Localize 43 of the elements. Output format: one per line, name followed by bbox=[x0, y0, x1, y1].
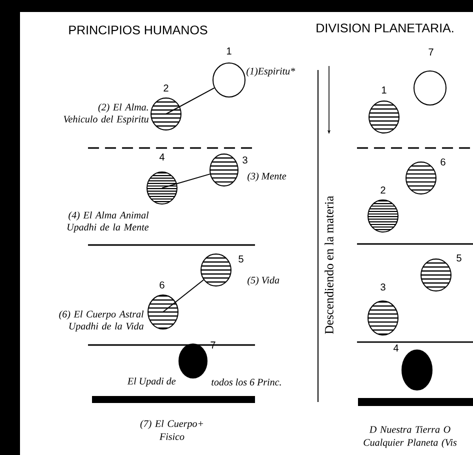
principle-label: (2) El Alma. Vehiculo del Espiritu bbox=[64, 103, 148, 125]
number-label: 5 bbox=[456, 254, 462, 262]
sphere bbox=[414, 70, 446, 106]
number-label: 6 bbox=[160, 281, 164, 289]
number-label: 7 bbox=[428, 48, 434, 56]
sphere bbox=[150, 98, 182, 130]
connector-line bbox=[162, 279, 204, 312]
sphere bbox=[146, 172, 178, 204]
connector-line bbox=[162, 174, 210, 188]
principle-label: (5) Vida bbox=[248, 276, 280, 286]
sphere bbox=[368, 200, 398, 232]
sphere bbox=[200, 254, 232, 286]
heading: DIVISION PLANETARIA. bbox=[316, 24, 454, 32]
sphere bbox=[212, 62, 246, 98]
number-label: 4 bbox=[159, 154, 164, 160]
principle-label: (4) El Alma Animal Upadhi de la Mente bbox=[68, 211, 149, 233]
number-label: 5 bbox=[238, 256, 244, 262]
number-label: 2 bbox=[380, 186, 386, 194]
sphere bbox=[178, 344, 208, 378]
number-label: 6 bbox=[440, 158, 446, 166]
principle-label: (6) El Cuerpo Astral Upadhi de la Vida bbox=[59, 310, 144, 332]
number-label: 4 bbox=[393, 344, 398, 352]
principle-label: todos los 6 Princ. bbox=[212, 378, 281, 386]
principle-label: (1)Espiritu* bbox=[246, 67, 296, 77]
sphere bbox=[368, 100, 400, 134]
principle-label: El Upadi de bbox=[127, 377, 176, 387]
principle-label: (3) Mente bbox=[248, 172, 286, 182]
number-label: 3 bbox=[380, 283, 386, 291]
number-label: 1 bbox=[382, 86, 386, 94]
vertical-caption: Descendiendo en la materia bbox=[324, 196, 334, 334]
caption: D Nuestra Tierra O Cualquier Planeta (Vis bbox=[364, 426, 457, 448]
number-label: 1 bbox=[227, 48, 232, 54]
number-label: 2 bbox=[164, 84, 168, 92]
sphere bbox=[368, 300, 398, 336]
sphere bbox=[210, 154, 238, 186]
number-label: 3 bbox=[242, 156, 248, 164]
caption: (7) El Cuerpo+ Fisico bbox=[140, 420, 204, 440]
sphere bbox=[148, 294, 178, 330]
heading: PRINCIPIOS HUMANOS bbox=[69, 26, 208, 34]
sphere bbox=[420, 258, 452, 292]
sphere bbox=[406, 162, 436, 194]
sphere bbox=[402, 350, 432, 390]
connector-line bbox=[166, 87, 215, 114]
